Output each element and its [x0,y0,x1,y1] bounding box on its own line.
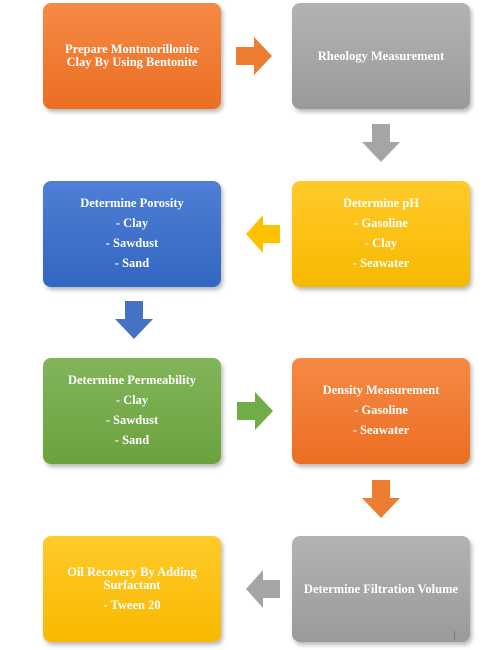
step-title: Rheology Measurement [317,48,445,63]
step-title: Determine Permeability [67,373,197,387]
step-item: - Sand [114,433,150,447]
step-item: - Clay [364,236,398,250]
step-box-determine-ph: Determine pH - Gasoline - Clay - Seawate… [292,181,470,287]
step-item: - Seawater [352,423,410,437]
step-box-prepare-clay: Prepare Montmorillonite Clay By Using Be… [43,3,221,109]
step-box-determine-permeability: Determine Permeability - Clay - Sawdust … [43,358,221,464]
arrow-right-icon [237,392,273,430]
step-item: - Sawdust [105,236,159,250]
step-item: - Tween 20 [103,597,161,612]
step-item: - Seawater [352,256,410,270]
step-item: - Sawdust [105,413,159,427]
step-title: Oil Recovery By Adding Surfactant [67,564,197,592]
step-title: Determine Porosity [80,196,184,210]
step-item: - Sand [114,256,150,270]
step-item: - Clay [115,393,149,407]
step-item: - Gasoline [354,403,408,417]
step-box-determine-porosity: Determine Porosity - Clay - Sawdust - Sa… [43,181,221,287]
arrow-left-icon [246,215,280,253]
arrow-left-icon [246,570,280,608]
step-title: Prepare Montmorillonite Clay By Using Be… [65,42,199,69]
step-title: Determine pH [342,196,420,210]
step-box-determine-filtration-volume: Determine Filtration Volume [292,536,470,642]
arrow-down-icon [115,301,153,339]
divider [454,631,455,640]
step-item: - Gasoline [354,216,408,230]
step-title: Density Measurement [322,383,440,397]
step-box-rheology-measurement: Rheology Measurement [292,3,470,109]
step-title: Determine Filtration Volume [303,581,459,596]
step-box-density-measurement: Density Measurement - Gasoline - Seawate… [292,358,470,464]
arrow-down-icon [362,124,400,162]
step-item: - Clay [115,216,149,230]
arrow-right-icon [236,37,272,75]
step-box-oil-recovery: Oil Recovery By Adding Surfactant - Twee… [43,536,221,642]
arrow-down-icon [362,480,400,518]
